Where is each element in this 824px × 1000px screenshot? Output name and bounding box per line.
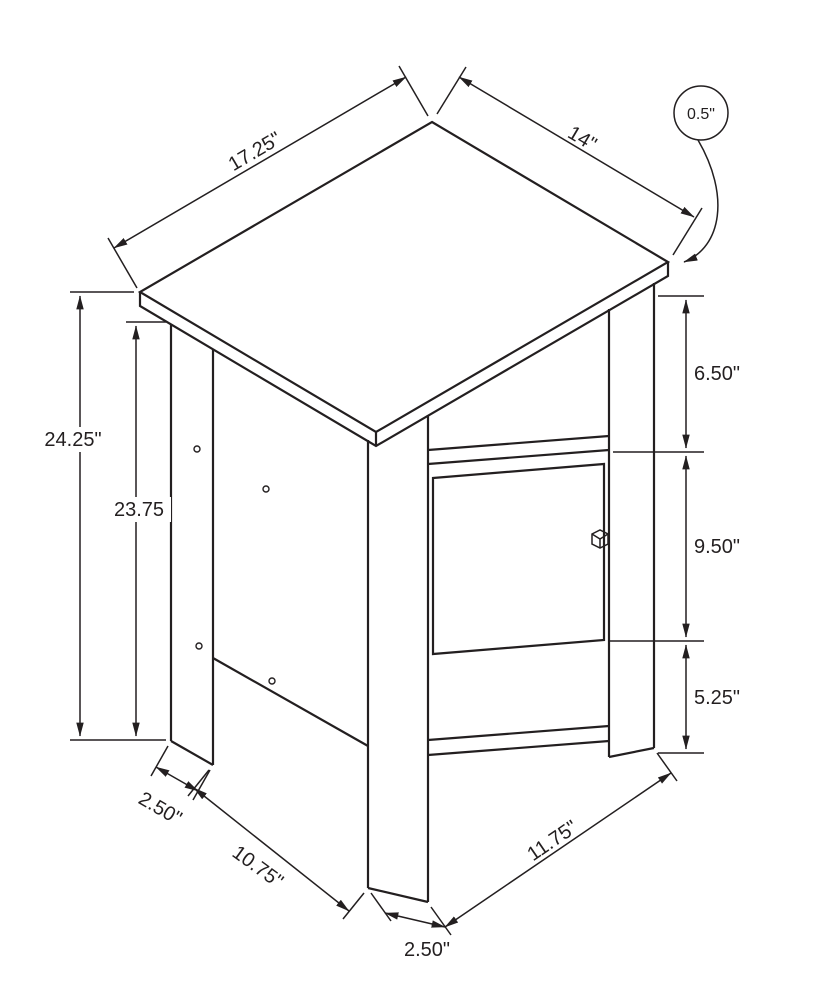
dimension-leg-height: 23.75 (107, 321, 171, 737)
dimension-bottom-clearance: 5.25" (658, 644, 740, 754)
dimension-label-bottom-clearance: 5.25" (694, 687, 740, 709)
screw-hole (195, 642, 203, 650)
dimension-overall-height: 24.25" (34, 291, 166, 741)
rear-left-leg (169, 324, 215, 766)
dimension-open-shelf-height: 6.50" (613, 295, 740, 453)
cabinet-door (431, 462, 606, 656)
screw-hole (193, 445, 201, 453)
dimension-label-top-depth: 17.25" (225, 128, 285, 176)
table-top-surface (137, 120, 671, 434)
screw-hole (268, 677, 276, 685)
right-leg (607, 283, 656, 759)
bottom-rail (427, 724, 610, 757)
screw-hole (262, 485, 270, 493)
dimension-label-door-height: 9.50" (694, 536, 740, 558)
dimension-top-depth: 17.25" (107, 65, 429, 289)
dimension-base-depth: 10.75" (187, 769, 365, 920)
dimension-top-width: 14" (436, 66, 703, 256)
dimension-label-overall-height: 24.25" (44, 429, 101, 451)
dimension-front-leg-width: 2.50" (370, 892, 450, 961)
dimension-label-rear-leg-width: 2.50" (135, 788, 186, 830)
dimension-door-height: 9.50" (608, 455, 740, 642)
dimension-label-base-width: 11.75" (523, 816, 581, 866)
open-shelf (427, 434, 610, 466)
dimension-label-top-thickness: 0.5" (687, 106, 715, 123)
table-structure (137, 120, 671, 904)
front-leg (366, 415, 430, 904)
dimension-base-width: 11.75" (430, 752, 678, 936)
table-top-thickness-edge (138, 262, 670, 448)
dimension-label-open-shelf-height: 6.50" (694, 363, 740, 385)
dimension-label-top-width: 14" (564, 122, 600, 156)
side-panel-bottom-edge (212, 657, 369, 747)
dimension-label-front-leg-width: 2.50" (404, 939, 450, 961)
door-knob-icon (591, 529, 609, 549)
dimension-rear-leg-width: 2.50" (135, 745, 211, 830)
dimension-top-thickness: 0.5" (673, 85, 729, 263)
dimension-label-base-depth: 10.75" (228, 841, 287, 892)
callout-circle (673, 85, 729, 141)
dimension-label-leg-height: 23.75 (114, 499, 164, 521)
